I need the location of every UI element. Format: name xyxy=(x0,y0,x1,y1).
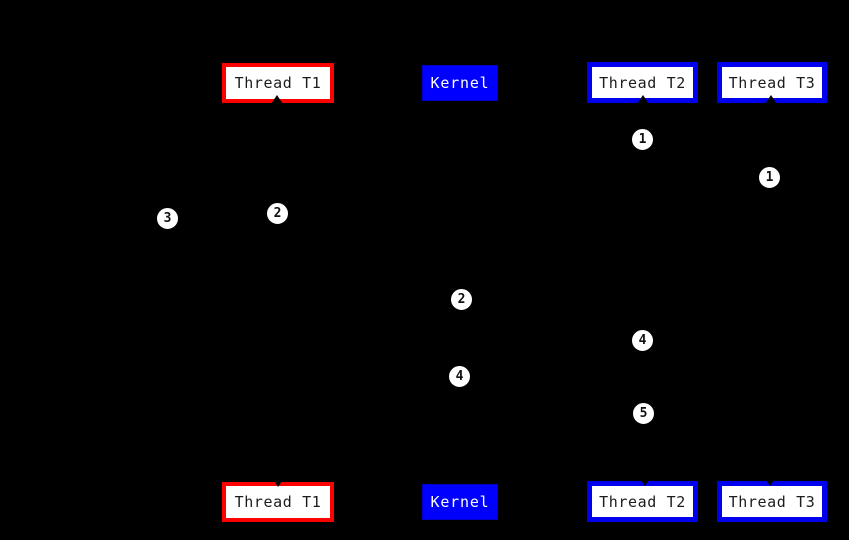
participant-label: Thread T2 xyxy=(599,492,686,511)
participant-label: Thread T3 xyxy=(728,73,816,92)
participant-box-kernel-bottom: Kernel xyxy=(422,484,498,520)
participant-box-thread-t1-bottom: Thread T1 xyxy=(222,482,334,522)
participant-box-kernel-top: Kernel xyxy=(422,65,498,101)
participant-label: Thread T1 xyxy=(234,493,322,511)
sequence-number: 3 xyxy=(163,211,172,226)
participant-box-thread-t3-bottom: Thread T3 xyxy=(717,481,827,522)
sequence-number: 4 xyxy=(455,369,464,384)
sequence-number: 2 xyxy=(273,206,282,221)
sequence-number: 1 xyxy=(765,170,774,185)
sequence-number: 5 xyxy=(639,406,648,421)
sequence-number-marker: 5 xyxy=(632,402,655,425)
sequence-number: 2 xyxy=(457,292,466,307)
sequence-number-marker: 4 xyxy=(631,329,654,352)
participant-box-thread-t2-bottom: Thread T2 xyxy=(587,481,698,522)
sequence-number-marker: 1 xyxy=(631,128,654,151)
arrowhead-down-icon xyxy=(764,477,776,486)
sequence-number-marker: 3 xyxy=(156,207,179,230)
sequence-number-marker: 1 xyxy=(758,166,781,189)
sequence-number-marker: 2 xyxy=(266,202,289,225)
arrowhead-down-icon xyxy=(272,478,284,487)
participant-label: Kernel xyxy=(430,493,490,511)
participant-label: Thread T3 xyxy=(728,492,816,511)
arrowhead-up-icon xyxy=(765,95,777,104)
participant-label: Kernel xyxy=(430,74,490,92)
sequence-number: 1 xyxy=(638,132,647,147)
participant-label: Thread T2 xyxy=(599,73,686,92)
sequence-number: 4 xyxy=(638,333,647,348)
sequence-number-marker: 4 xyxy=(448,365,471,388)
sequence-number-marker: 2 xyxy=(450,288,473,311)
participant-label: Thread T1 xyxy=(234,74,322,92)
arrowhead-up-icon xyxy=(271,95,283,104)
arrowhead-up-icon xyxy=(637,95,649,104)
arrowhead-down-icon xyxy=(639,477,651,486)
